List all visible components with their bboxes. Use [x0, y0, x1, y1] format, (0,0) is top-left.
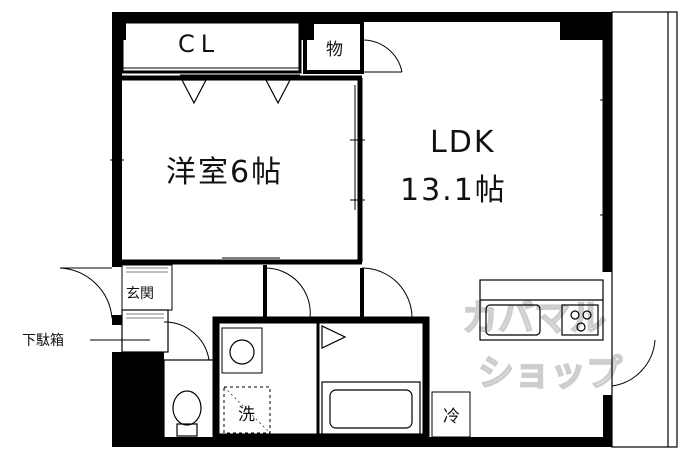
balcony-sliding-window — [600, 40, 611, 272]
closet-label: CL — [178, 30, 220, 58]
sink-icon — [485, 304, 541, 336]
watermark: カバマル ショップ — [461, 297, 623, 395]
washroom-label: 洗 — [238, 405, 255, 425]
washroom — [212, 316, 430, 441]
refrigerator-spot — [431, 391, 471, 438]
balcony — [611, 11, 678, 448]
refrigerator-label: 冷 — [443, 407, 460, 427]
western-room-label: 洋室6帖 — [166, 155, 283, 190]
washbasin-icon — [229, 339, 255, 365]
toilet — [163, 321, 215, 441]
balcony-door — [611, 339, 656, 387]
toilet-bowl-icon — [172, 390, 202, 426]
western-room-walls — [122, 75, 365, 265]
kitchen-counter — [479, 279, 604, 341]
stove-icon — [561, 304, 599, 336]
entrance-label: 玄関 — [126, 285, 154, 302]
hall-door — [263, 265, 311, 319]
ldk-label: LDK — [430, 125, 496, 160]
storage — [303, 20, 403, 74]
western-room-window — [110, 85, 124, 255]
storage-label: 物 — [326, 40, 343, 60]
bathtub-icon — [329, 389, 413, 429]
ldk-size-label: 13.1帖 — [400, 173, 507, 208]
watermark-line2: ショップ — [478, 353, 622, 394]
entrance — [59, 264, 173, 353]
shoe-box-label: 下駄箱 — [22, 333, 64, 349]
ldk-door — [360, 267, 413, 319]
